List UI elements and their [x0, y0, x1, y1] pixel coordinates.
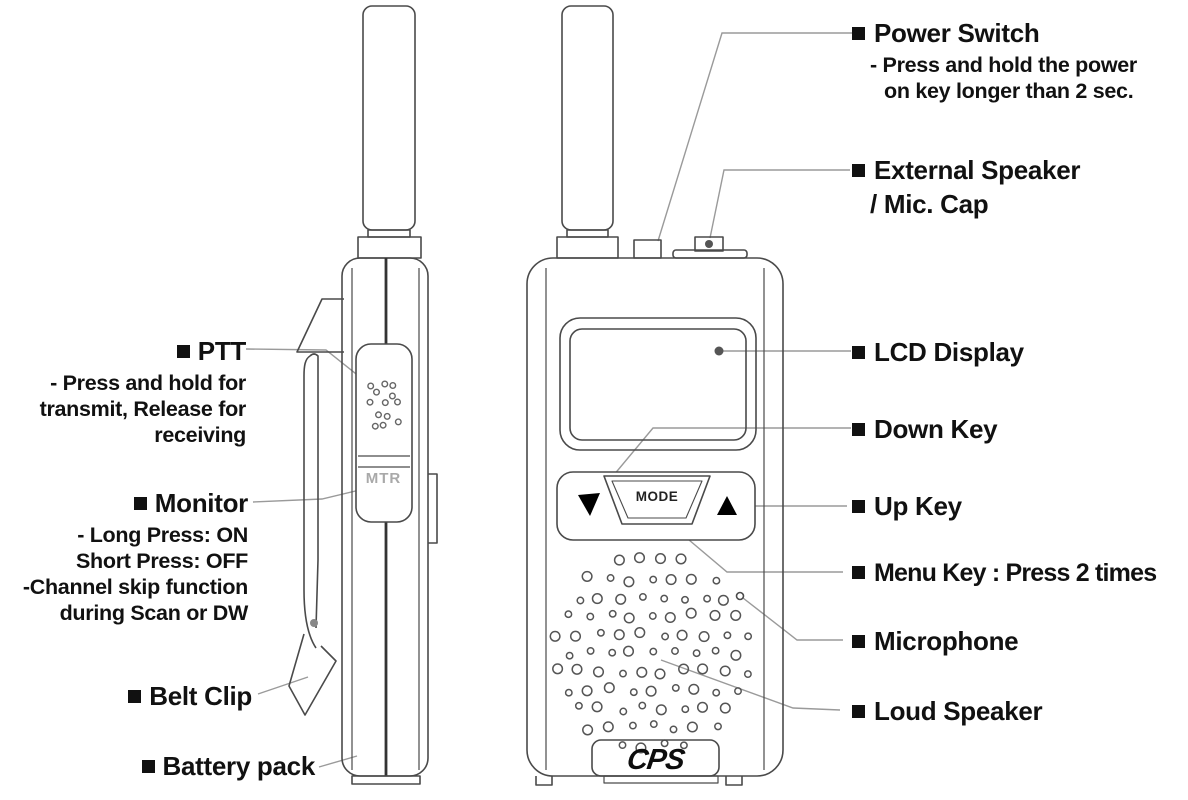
speaker-mic-cap-screw: [705, 240, 713, 248]
monitor-key-label: MTR: [365, 470, 402, 487]
label-title-text: Monitor: [154, 488, 249, 518]
front-foot-left: [535, 776, 553, 786]
label-sub-text: on key longer than 2 sec.: [884, 79, 1134, 103]
label-title-text: Up Key: [874, 491, 962, 521]
label-title-text: LCD Display: [874, 337, 1024, 367]
label-title-text: Microphone: [874, 626, 1019, 656]
label-battery-pack: Battery pack: [0, 751, 315, 781]
side-jack-tab: [428, 473, 438, 544]
front-bottom-recess: [603, 775, 719, 784]
label-external-speaker: External Speaker / Mic. Cap: [852, 155, 1081, 219]
label-title-text: Down Key: [874, 414, 998, 444]
label-menu-key: Menu Key : Press 2 times: [852, 558, 1157, 588]
up-arrow-icon: [717, 496, 737, 515]
side-antenna-base: [357, 236, 422, 259]
front-antenna-collar: [566, 229, 609, 238]
label-title-text: Menu Key : Press 2 times: [874, 559, 1157, 587]
bullet-square-icon: [852, 346, 865, 359]
bullet-square-icon: [128, 690, 142, 703]
label-sub-text: -Channel skip function: [22, 575, 248, 599]
leader-belt-clip: [257, 676, 309, 695]
belt-clip-bracket: [296, 298, 344, 353]
lcd-screen: [569, 328, 747, 441]
label-sub-text: / Mic. Cap: [870, 189, 989, 219]
bullet-square-icon: [141, 760, 155, 773]
leader-battery-pack: [318, 755, 358, 768]
side-antenna-collar: [367, 229, 411, 238]
belt-clip-tip: [288, 633, 337, 716]
label-title-text: PTT: [197, 336, 247, 366]
bullet-square-icon: [852, 164, 865, 177]
label-loud-speaker: Loud Speaker: [852, 696, 1043, 726]
front-view-radio: [526, 5, 784, 786]
bullet-square-icon: [852, 423, 865, 436]
microphone-hole: [735, 591, 745, 601]
leader-loud-speaker: [660, 659, 841, 711]
label-power-switch: Power Switch - Press and hold the power …: [852, 18, 1137, 104]
label-title-text: Battery pack: [162, 751, 316, 781]
leader-microphone: [742, 597, 843, 641]
leader-monitor: [252, 487, 369, 503]
front-antenna-base: [556, 236, 619, 259]
down-arrow-icon: [578, 493, 600, 516]
ptt-grip-dots: [366, 380, 402, 430]
bullet-square-icon: [852, 705, 865, 718]
front-antenna: [561, 5, 614, 231]
power-switch-knob: [633, 239, 662, 259]
label-sub-text: transmit, Release for: [39, 397, 247, 421]
lcd-pointer-dot: [714, 346, 724, 356]
front-foot-right: [725, 776, 743, 786]
bullet-square-icon: [852, 500, 865, 513]
side-view-radio: [288, 5, 438, 785]
bullet-square-icon: [133, 497, 147, 510]
label-sub-text: during Scan or DW: [59, 601, 249, 625]
label-sub-text: receiving: [154, 423, 246, 447]
mode-key-outer: [603, 475, 711, 525]
label-lcd-display: LCD Display: [852, 337, 1024, 367]
side-battery-bottom-cap: [351, 775, 421, 785]
leader-external-speaker: [709, 169, 850, 239]
bullet-square-icon: [852, 566, 865, 579]
label-title-text: External Speaker: [874, 155, 1081, 185]
label-title-text: Loud Speaker: [874, 696, 1043, 726]
label-up-key: Up Key: [852, 491, 962, 521]
label-sub-text: - Long Press: ON: [77, 523, 248, 547]
mode-key-inner: [611, 480, 703, 519]
label-ptt: PTT - Press and hold for transmit, Relea…: [0, 336, 247, 448]
label-title-text: Belt Clip: [149, 681, 252, 711]
label-microphone: Microphone: [852, 626, 1019, 656]
speaker-mic-cap: [694, 236, 724, 252]
belt-clip-arm-outer: [303, 355, 317, 649]
mode-key-label: MODE: [635, 489, 679, 504]
bullet-square-icon: [852, 27, 865, 40]
label-sub-text: - Press and hold the power: [870, 53, 1137, 77]
leader-power-switch: [657, 32, 853, 242]
loud-speaker-grille-dots: [549, 552, 753, 754]
belt-clip-arm-inner: [309, 353, 319, 629]
brand-logo-text: CPS: [624, 744, 687, 776]
label-monitor: Monitor - Long Press: ON Short Press: OF…: [0, 488, 248, 626]
label-sub-text: - Press and hold for: [50, 371, 246, 395]
label-title-text: Power Switch: [874, 18, 1040, 48]
label-belt-clip: Belt Clip: [0, 681, 252, 711]
side-antenna: [362, 5, 416, 231]
bullet-square-icon: [176, 345, 190, 358]
label-down-key: Down Key: [852, 414, 998, 444]
bullet-square-icon: [852, 635, 865, 648]
leader-lines: [245, 32, 853, 768]
ptt-button: [355, 343, 413, 523]
lcd-bezel: [559, 317, 757, 451]
label-sub-text: Short Press: OFF: [75, 549, 248, 573]
belt-clip-pivot-dot: [310, 619, 318, 627]
